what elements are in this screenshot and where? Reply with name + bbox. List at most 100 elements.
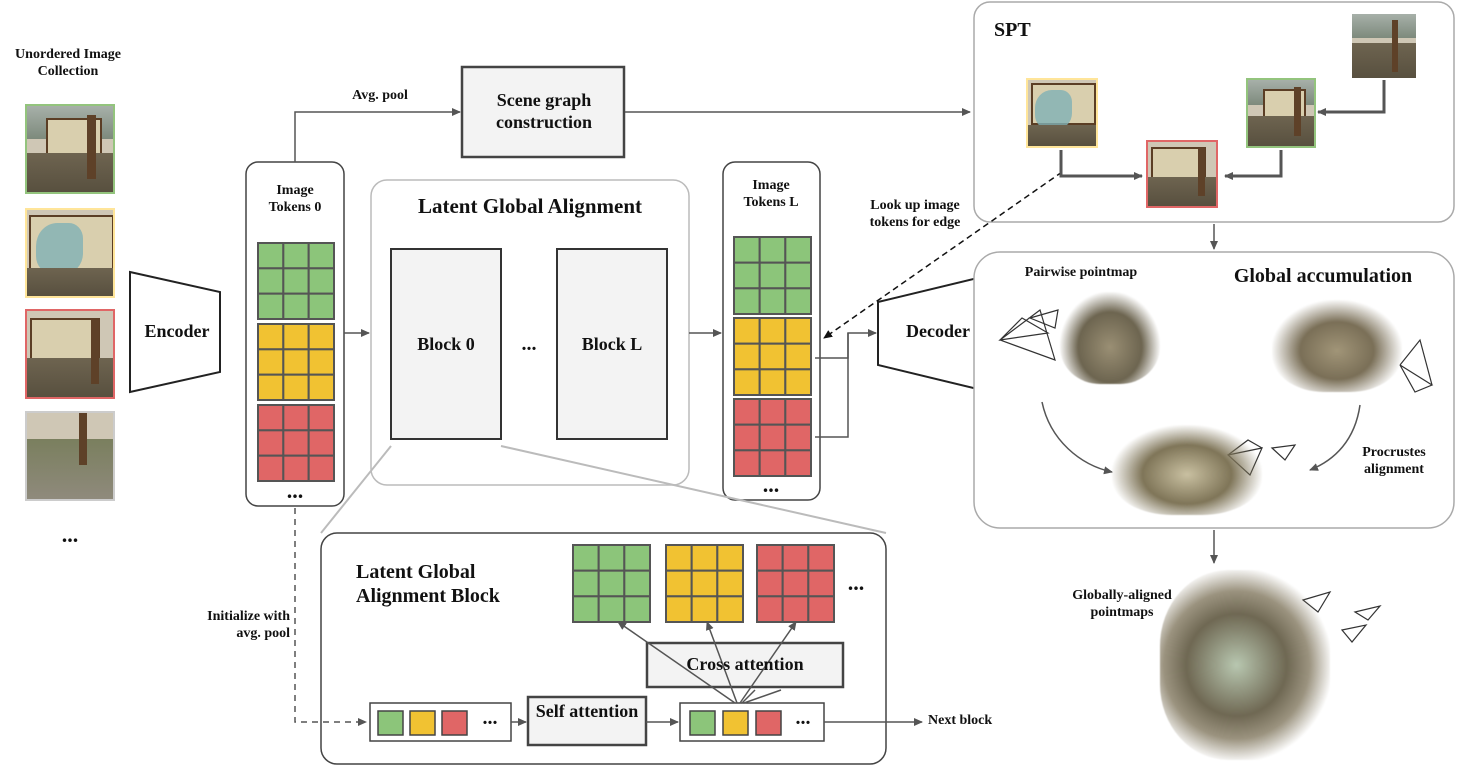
tokens-l-red-cell [758,398,787,426]
spt-image-red [1146,140,1218,208]
cross-arrow-red [739,621,797,704]
tokens-l-yellow-cell [784,368,812,397]
cross-yellow-cell [716,595,744,623]
strip-out-ellipsis: ... [795,707,811,729]
cross-yellow-cell [665,569,693,598]
tokens-0-red-cell [307,454,335,482]
cross-green-cell [623,569,651,598]
globally-aligned-pointcloud [1160,570,1330,760]
avg-pool-arrow [294,108,461,162]
cross-yellow-cell [690,595,719,623]
cross-yellow-cell [690,544,719,572]
procrustes-label: Procrustes alignment [1362,445,1426,477]
spt-label: SPT [994,19,1031,41]
spt-image-gray [1352,14,1416,78]
tokens-l-yellow-cell [784,342,812,371]
strip-in-ellipsis: ... [482,707,498,729]
look-up-label: Look up image tokens for edge [869,198,961,230]
lga-block-label: Latent Global Alignment Block [356,561,500,607]
accumulated-pointcloud-right [1272,300,1402,392]
cross-green-cell [623,544,651,572]
tokens-l-red-cell [758,423,787,452]
tokens-l-red-cell [784,423,812,452]
tokens-0-yellow-cell [307,348,335,376]
cross-grid-ellipsis: ... [847,570,865,595]
cross-red-cell [807,595,835,623]
arrows [294,108,1361,726]
tokens-0-green-cell [257,292,285,320]
tokens-0-green-cell [282,292,310,320]
accumulated-pointcloud-center [1112,425,1262,515]
initialize-label: Initialize with avg. pool [207,609,290,641]
encoder-label: Encoder [144,321,210,341]
tokens-l-yellow-cell [758,368,787,397]
tokens-0-green-cell [307,267,335,295]
tokens-l-yellow-cell [758,342,787,371]
pairwise-pointcloud [1060,292,1160,384]
strip-in-green [377,710,404,736]
tokens-l-green-cell [784,287,812,316]
cross-arrow-red-2 [741,689,756,704]
tokens-0-red-cell [257,454,285,482]
tokens-0-yellow-cell [257,348,285,376]
tokens-0-red-cell [257,404,285,432]
latent-global-alignment-label: Latent Global Alignment [417,194,643,218]
cross-green-cell [597,544,626,572]
cross-arrow-green [617,621,736,704]
strip-out-red [755,710,782,736]
image-tokens-l-label: Image Tokens L [743,178,799,210]
cross-green-cell [597,595,626,623]
cross-yellow-cell [665,544,693,572]
tokens-0-yellow-cell [257,323,285,351]
tokens-l-green-cell [733,261,761,290]
procrustes-arrow-left [1041,401,1113,475]
collection-image-2 [25,208,115,298]
cross-arrow-red-3 [743,689,782,704]
tokens-0-green-cell [282,267,310,295]
tokens-l-green-cell [733,287,761,316]
token-grids [257,236,835,623]
tokensl-yellow-to-decoder [815,329,877,359]
zoom-line-right [500,445,887,534]
self-attention-label: Self attention [535,701,639,721]
tokens-0-green-cell [307,292,335,320]
tokens-0-red-cell [282,404,310,432]
tokens-l-yellow-cell [784,317,812,345]
cross-red-cell [756,544,784,572]
tokens-l-green-cell [733,236,761,264]
collection-image-3 [25,309,115,399]
tokens-l-green-cell [784,236,812,264]
spt-panel [973,1,1455,223]
zoom-line-left [320,445,392,534]
cross-attention-label: Cross attention [686,654,804,674]
spt-edge-gray [1317,80,1386,116]
collection-ellipsis: ... [61,522,79,547]
tokens-l-green-cell [784,261,812,290]
tokens-l-yellow-cell [733,342,761,371]
decoder-label: Decoder [906,321,970,341]
initialize-dashed [294,508,367,726]
cross-green-cell [597,569,626,598]
self-attention-box [526,695,648,747]
cross-red-cell [756,569,784,598]
global-accumulation-label: Global accumulation [1233,265,1413,287]
strip-out-yellow [722,710,749,736]
encoder-shape [129,270,221,394]
cross-arrow-yellow [706,621,738,704]
cross-yellow-cell [690,569,719,598]
cross-red-cell [756,595,784,623]
cross-green-cell [572,595,600,623]
tokens-l-yellow-cell [733,368,761,397]
tokens-0-yellow-cell [257,373,285,401]
tokens-0-yellow-cell [282,323,310,351]
spt-image-green [1246,78,1316,148]
tokens-l-yellow-cell [758,317,787,345]
collection-image-4 [25,411,115,501]
scene-graph-box [460,65,626,159]
image-tokens-0-label: Image Tokens 0 [268,183,322,215]
tokens-0-red-cell [257,429,285,457]
tokens-0-yellow-cell [307,323,335,351]
tokensl-red-to-decoder [815,333,849,438]
block-l-label: Block L [581,334,643,354]
